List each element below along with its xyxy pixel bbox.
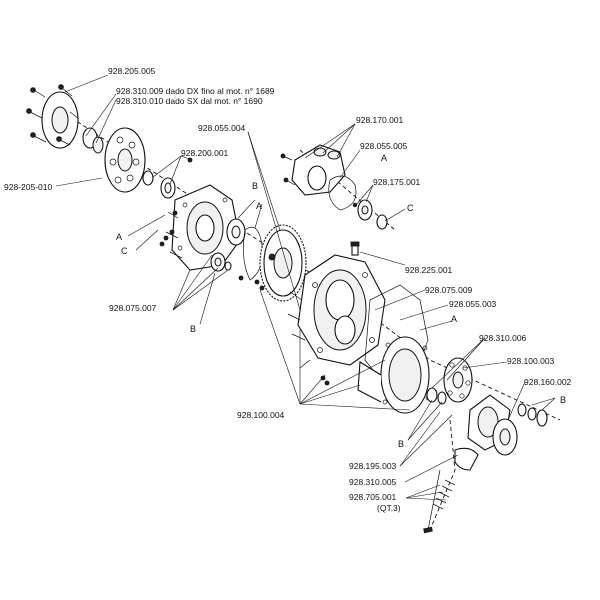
- label-928-055-004: 928.055.004: [198, 123, 246, 133]
- letter-b-left: B: [190, 324, 196, 334]
- clutch-plate: [443, 357, 473, 403]
- leader-lines: [55, 74, 556, 501]
- label-928-055-003: 928.055.003: [449, 299, 497, 309]
- letter-a-mid: A: [256, 201, 262, 211]
- bearing-drum: [426, 387, 447, 405]
- center-housing: [287, 254, 386, 386]
- bearing-left: [142, 170, 176, 199]
- letter-a-left: A: [116, 232, 122, 242]
- label-928-225-001: 928.225.001: [405, 265, 453, 275]
- gasket-a-left: [243, 226, 263, 281]
- label-928-310-005: 928.310.005: [349, 477, 397, 487]
- lower-axis-line: [429, 419, 456, 531]
- washers-b: [517, 403, 548, 427]
- letter-b-right: B: [560, 395, 566, 405]
- letter-c-upper: C: [407, 203, 414, 213]
- bearing-b-lower: [210, 252, 232, 272]
- left-cover-plate: [165, 184, 241, 271]
- letter-b-lower: B: [398, 439, 404, 449]
- letter-a-right: A: [451, 314, 457, 324]
- coupler: [352, 199, 373, 221]
- bushing-c-upper: [376, 214, 388, 230]
- label-928-310-006: 928.310.006: [479, 333, 527, 343]
- label-928-055-005: 928.055.005: [360, 141, 408, 151]
- label-928-310-009: 928.310.009 dado DX fino al mot. n° 1689: [116, 86, 275, 96]
- letter-c-left: C: [121, 246, 128, 256]
- label-928-100-003: 928.100.003: [507, 356, 555, 366]
- label-928-075-009: 928.075.009: [425, 285, 473, 295]
- bearing-b-left: [226, 218, 246, 246]
- ring-gear: [259, 224, 307, 302]
- label-928-310-010: 928.310.010 dado SX dal mot. n° 1690: [116, 96, 263, 106]
- label-928-200-001: 928.200.001: [181, 148, 229, 158]
- label-928-205-010: 928-205-010: [4, 182, 52, 192]
- clutch-shoe-assembly: [467, 394, 518, 456]
- label-928-160-002: 928.160.002: [524, 377, 572, 387]
- o-ring-upper: [328, 175, 357, 211]
- letter-b-upper: B: [252, 181, 258, 191]
- label-qt-3: (QT.3): [377, 503, 401, 513]
- clutch-drum: [357, 336, 431, 414]
- label-928-170-001: 928.170.001: [356, 115, 404, 125]
- label-928-705-001: 928.705.001: [349, 492, 397, 502]
- plug-screw: [350, 241, 360, 256]
- spring-assembly: [423, 447, 479, 534]
- sprocket-disk: [104, 127, 146, 193]
- letter-a-upper: A: [381, 153, 387, 163]
- hub-spacer: [82, 127, 104, 154]
- label-928-205-005: 928.205.005: [108, 66, 156, 76]
- label-928-175-001: 928.175.001: [373, 177, 421, 187]
- label-928-100-004: 928.100.004: [237, 410, 285, 420]
- label-928-195-003: 928.195.003: [349, 461, 397, 471]
- hub-with-studs: [26, 84, 79, 149]
- label-928-075-007: 928.075.007: [109, 303, 157, 313]
